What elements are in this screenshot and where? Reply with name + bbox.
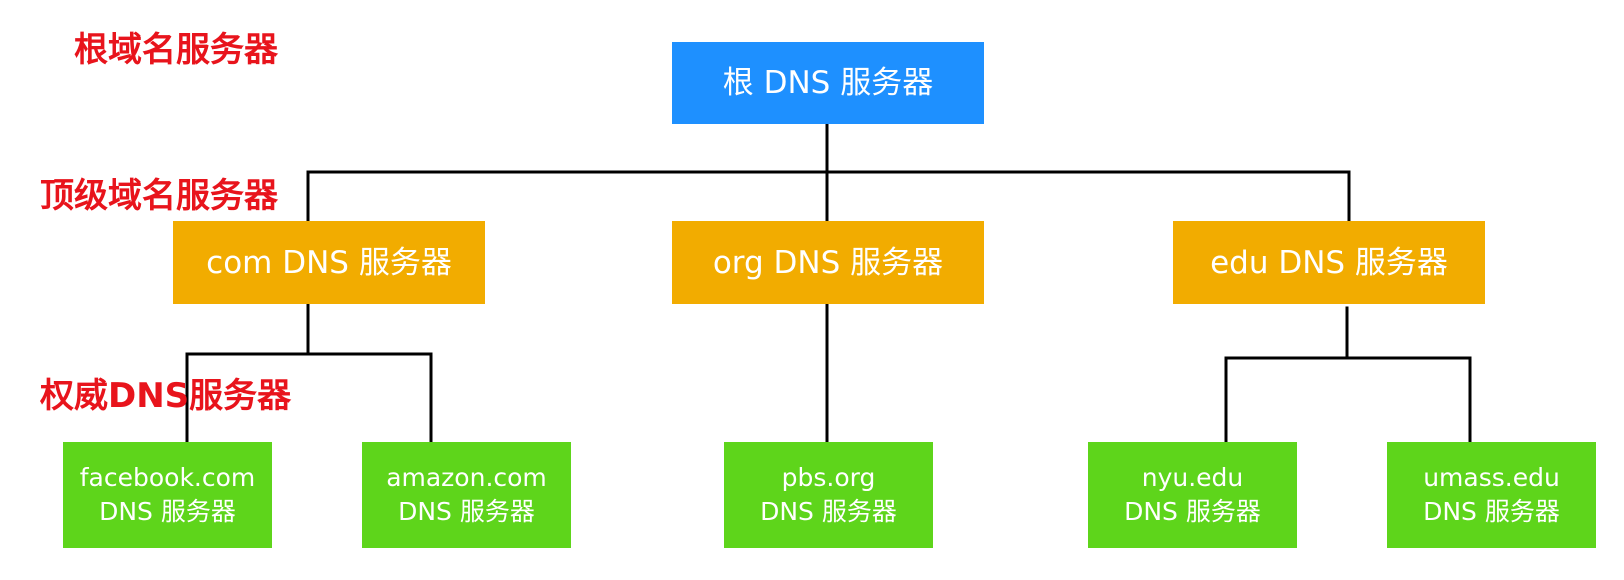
pbs-dns-server-label: DNS 服务器	[760, 497, 897, 526]
tld-level-label: 顶级域名服务器	[40, 176, 278, 216]
pbs-domain-label: pbs.org	[781, 463, 876, 492]
facebook-dns-server-label: DNS 服务器	[99, 497, 236, 526]
nyu-dns-server-node: nyu.edu DNS 服务器	[1088, 442, 1297, 548]
edu-dns-server-node: edu DNS 服务器	[1173, 221, 1485, 304]
facebook-dns-server-node: facebook.com DNS 服务器	[63, 442, 272, 548]
nyu-domain-label: nyu.edu	[1141, 463, 1244, 492]
root-dns-server-node: 根 DNS 服务器	[672, 42, 984, 124]
com-dns-server-label: com DNS 服务器	[206, 244, 452, 281]
amazon-dns-server-label: DNS 服务器	[398, 497, 535, 526]
umass-dns-server-label: DNS 服务器	[1423, 497, 1560, 526]
pbs-dns-server-node: pbs.org DNS 服务器	[724, 442, 933, 548]
org-dns-server-node: org DNS 服务器	[672, 221, 984, 304]
umass-dns-server-node: umass.edu DNS 服务器	[1387, 442, 1596, 548]
authoritative-level-label: 权威DNS服务器	[40, 376, 292, 416]
com-dns-server-node: com DNS 服务器	[173, 221, 485, 304]
org-dns-server-label: org DNS 服务器	[712, 244, 944, 281]
root-dns-server-label: 根 DNS 服务器	[722, 65, 934, 101]
facebook-domain-label: facebook.com	[79, 463, 256, 492]
umass-domain-label: umass.edu	[1423, 463, 1560, 492]
nyu-dns-server-label: DNS 服务器	[1124, 497, 1261, 526]
amazon-domain-label: amazon.com	[386, 463, 547, 492]
root-level-label: 根域名服务器	[74, 30, 278, 70]
edu-dns-server-label: edu DNS 服务器	[1210, 244, 1448, 281]
amazon-dns-server-node: amazon.com DNS 服务器	[362, 442, 571, 548]
